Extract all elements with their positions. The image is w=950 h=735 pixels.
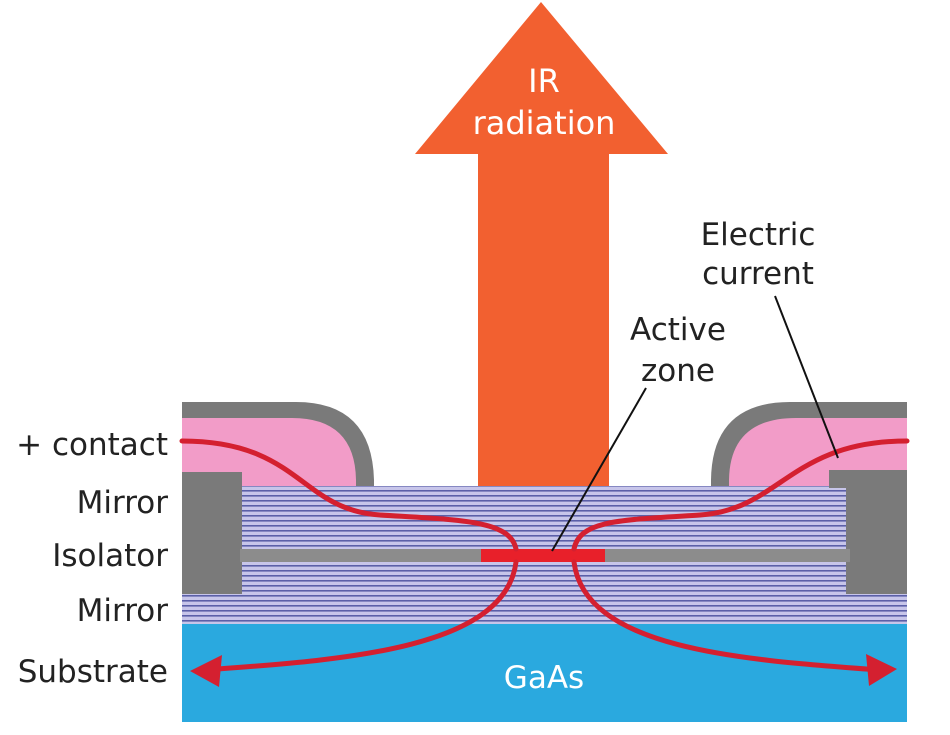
current-arrowhead-right [866, 654, 897, 686]
current-path-right-lower [571, 559, 883, 673]
electric-current-leader [774, 295, 839, 459]
active-zone [481, 549, 605, 562]
substrate-layer [182, 622, 907, 722]
right-contact-pad [829, 470, 907, 488]
left-contact-pink [182, 418, 356, 486]
ir-label-line2: radiation [473, 104, 616, 142]
mirror-top-label: Mirror [77, 485, 169, 521]
current-path-left-lower [202, 559, 519, 673]
electric-current-label-line2: current [702, 256, 814, 292]
gaas-label: GaAs [504, 660, 584, 696]
current-path-left-upper [179, 438, 519, 552]
left-side-block [182, 472, 242, 594]
isolator-label: Isolator [52, 538, 168, 574]
current-arrowhead-left [190, 655, 222, 687]
substrate-label: Substrate [18, 654, 168, 690]
ir-label-line1: IR [528, 62, 560, 100]
active-zone-leader [551, 387, 647, 552]
contact-label: + contact [16, 427, 168, 463]
ir-radiation-arrow [415, 2, 668, 486]
mirror-stack-lower [182, 592, 907, 624]
active-zone-label-line2: zone [641, 353, 715, 389]
mirror-bottom-label: Mirror [77, 593, 169, 629]
right-contact-pink [729, 418, 907, 486]
electric-current-label-line1: Electric [701, 217, 816, 253]
right-side-block [846, 472, 907, 594]
current-path-right-upper [571, 438, 910, 552]
electric-current-paths [179, 438, 910, 673]
active-zone-label-line1: Active [630, 312, 726, 348]
